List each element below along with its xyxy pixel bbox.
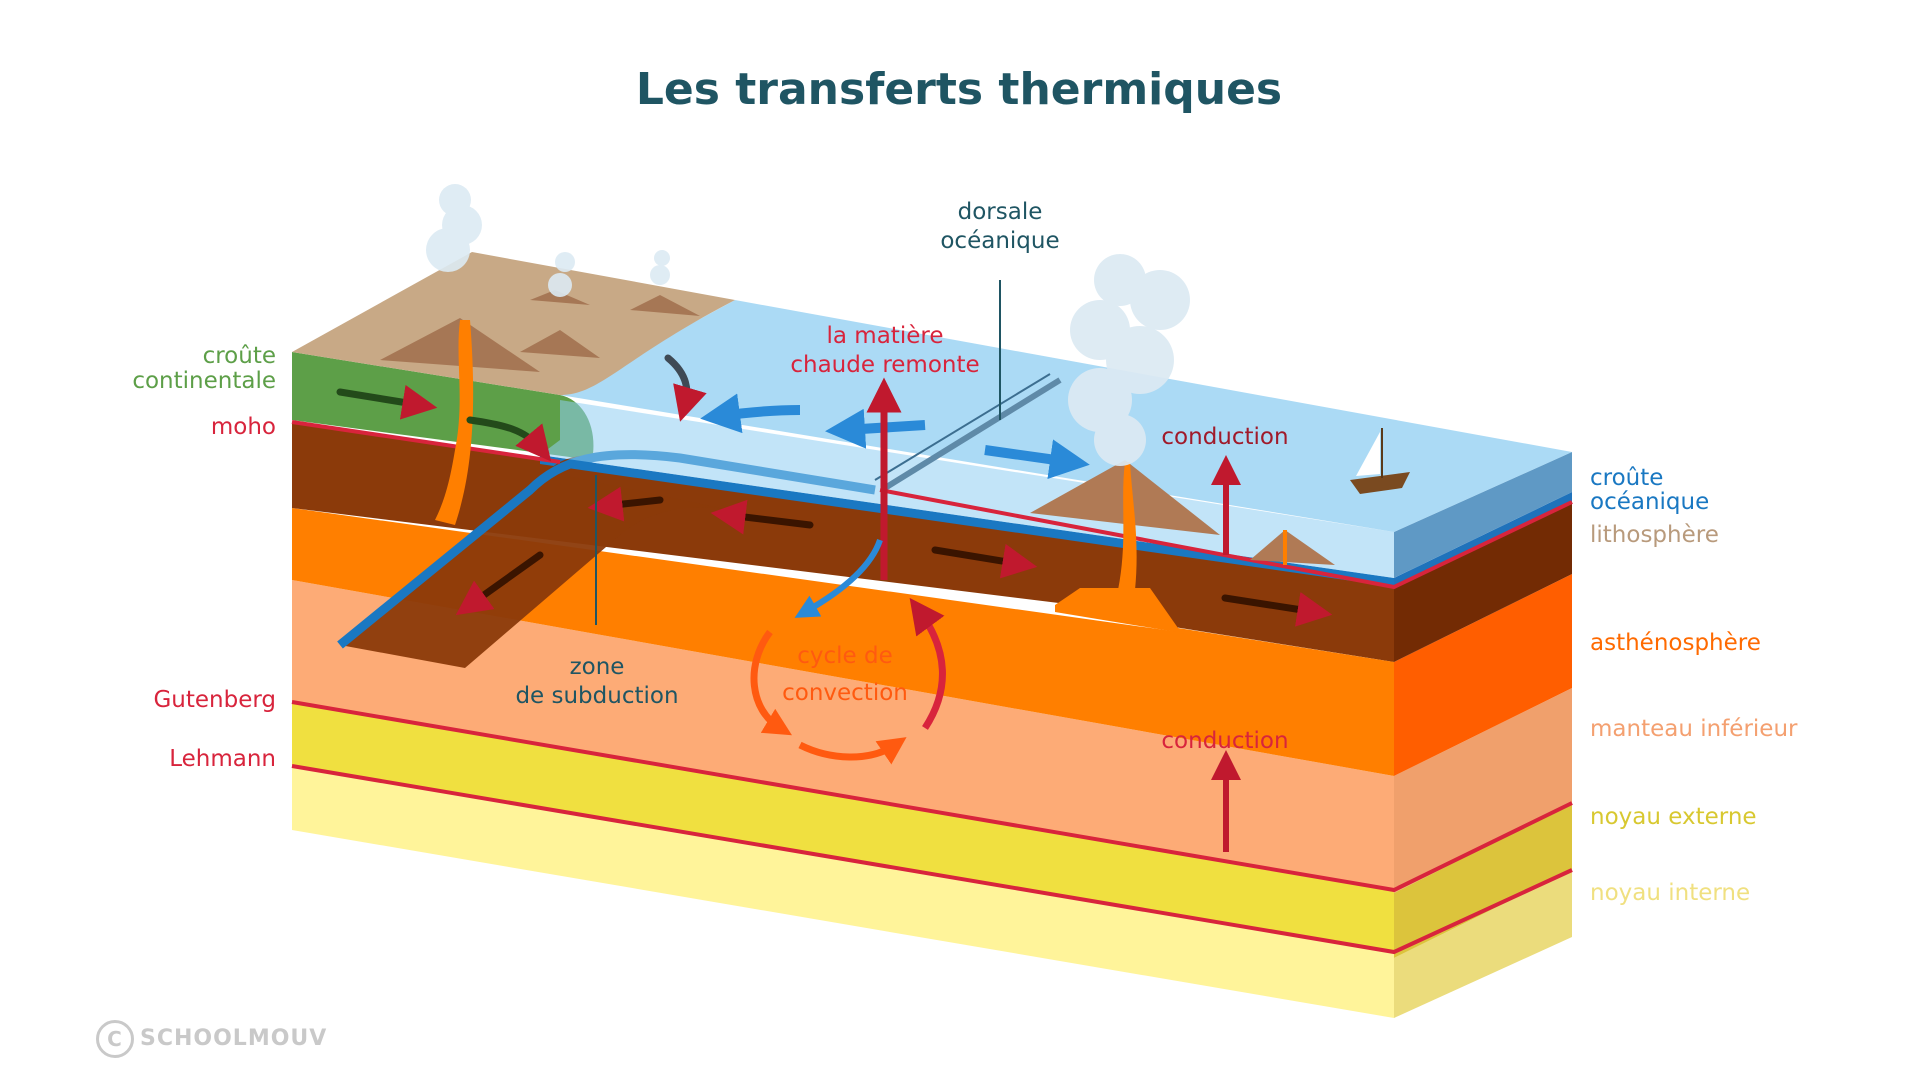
side-lithosphere [1394,502,1572,662]
plume-continental [426,184,482,272]
label-asthenosphere: asthénosphère [1590,630,1761,656]
arrow-litho-left [710,499,814,535]
arrow-continent-2 [466,416,552,462]
block-side-faces [1394,452,1572,1018]
label-lithosphere: lithosphère [1590,522,1719,548]
label-oceanic-crust-2: océanique [1590,489,1710,515]
logo-text: SCHOOLMOUV [140,1026,328,1051]
volcano-cone-3 [530,290,590,305]
ocean-top [560,300,1572,532]
side-asthenosphere [1394,574,1572,776]
label-ridge-1: dorsale [957,199,1043,225]
side-oceanic-crust [1394,492,1572,587]
page-title: Les transferts thermiques [635,64,1283,115]
label-continental-crust-2: continentale [132,368,276,394]
label-subduction-2: de subduction [515,683,679,709]
volcano-cone-4 [630,295,700,316]
label-ridge-2: océanique [940,228,1060,254]
convection-system [750,377,946,765]
label-rising-1: la matière [826,323,944,349]
plume-small-2 [650,250,670,285]
label-inner-core: noyau interne [1590,880,1751,906]
label-lehmann: Lehmann [169,746,276,772]
leader-lines [595,280,1001,625]
plume-small-1 [548,252,575,297]
lehmann-line [291,764,1573,955]
label-oceanic-crust-1: croûte [1590,465,1664,491]
label-gutenberg: Gutenberg [153,687,276,713]
plate-motion-arrows [336,354,1333,627]
arrow-ocean-right [984,439,1090,480]
moho-line [291,420,561,464]
layer-lower-mantle [292,580,1394,890]
arrow-convection-left [750,629,792,736]
label-conduction-bottom: conduction [1161,728,1289,754]
layer-outer-core [292,702,1394,952]
ocean-front [540,400,1394,578]
arrow-slab-2 [455,551,544,616]
label-convection-1: cycle de [797,643,893,669]
arrow-ocean-left-1 [700,393,801,434]
magma-conduit-continental [435,320,474,525]
magma-conduit-oceanic [1118,462,1137,590]
label-moho: moho [210,414,276,440]
magma-bump [1055,588,1394,668]
volcano-cone-2 [520,330,600,358]
label-lower-mantle: manteau inférieur [1590,716,1798,742]
layer-inner-core [292,766,1394,1018]
ridge-crack [883,377,1062,491]
volcano-oceanic-small [1250,530,1335,565]
arrow-convection-bottom [798,737,907,765]
side-outer-core [1394,803,1572,958]
label-continental-crust-1: croûte [202,343,276,369]
arrow-convection-right [909,597,946,730]
label-rising-2: chaude remonte [790,352,980,378]
arrow-litho-right-1 [931,543,1038,579]
ridge-crack-edge [874,373,1051,481]
gutenberg-line [291,700,1573,893]
side-lower-mantle [1394,688,1572,893]
arrow-litho-right-2 [1221,592,1333,627]
arrow-subduction-top [664,354,707,422]
label-subduction-1: zone [569,654,625,680]
arrow-slab-1 [587,486,664,522]
copyright-icon: C [96,1020,134,1058]
side-ocean [1394,452,1572,578]
arrow-convection-down [794,538,883,618]
volcanoes [380,184,1335,590]
discontinuity-lines [291,420,1573,955]
plume-oceanic [1068,254,1190,466]
boat [1350,428,1410,494]
side-inner-core [1394,870,1572,1018]
label-convection-2: convection [782,680,908,706]
moho-line-right [879,488,1573,590]
label-conduction-top: conduction [1161,424,1289,450]
label-outer-core: noyau externe [1590,804,1757,830]
arrow-continent-1 [336,384,438,420]
layer-oceanic-crust-front [540,455,1394,587]
